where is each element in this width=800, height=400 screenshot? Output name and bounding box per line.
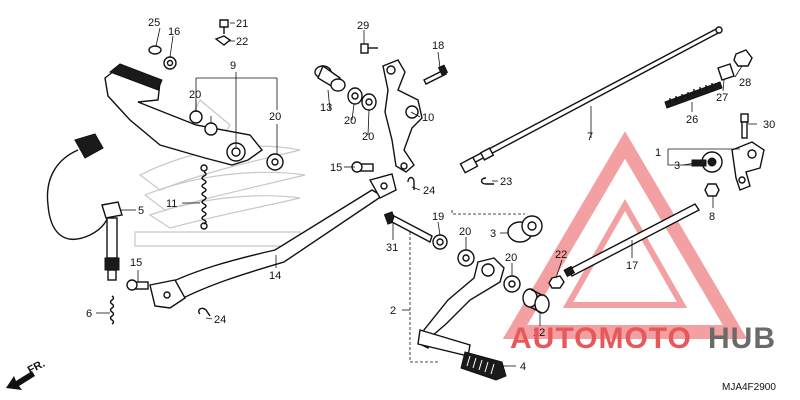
- callout-24b: 24: [214, 314, 226, 326]
- callout-17: 17: [626, 260, 638, 272]
- callout-15b: 15: [330, 162, 342, 174]
- clip-upper: [407, 176, 415, 190]
- stop-switch: [46, 133, 123, 281]
- shift-peg-rubber: [460, 351, 507, 381]
- washers-arm: [347, 87, 377, 111]
- callout-6: 6: [86, 308, 92, 320]
- callout-29: 29: [357, 20, 369, 32]
- callout-5: 5: [138, 205, 144, 217]
- callout-2: 2: [390, 305, 396, 317]
- callout-19: 19: [432, 211, 444, 223]
- pin-upper: [351, 161, 374, 173]
- callout-26: 26: [686, 114, 698, 126]
- callout-30: 30: [763, 119, 775, 131]
- nut-8: [704, 183, 720, 197]
- callout-28: 28: [739, 77, 751, 89]
- brand-part1: AUTOMOTO: [510, 322, 692, 355]
- return-spring: [200, 164, 208, 230]
- callout-20d: 20: [362, 131, 374, 143]
- callout-14: 14: [269, 270, 281, 282]
- front-arrow-icon: [6, 371, 35, 390]
- callout-8: 8: [709, 211, 715, 223]
- shift-cable: [459, 26, 723, 174]
- direction-label: FR.: [26, 358, 47, 377]
- callout-12: 12: [533, 327, 545, 339]
- callout-3a: 3: [674, 160, 680, 172]
- callout-10: 10: [422, 112, 434, 124]
- diagram-code: MJA4F2900: [722, 382, 776, 393]
- callout-22a: 22: [236, 36, 248, 48]
- callout-3b: 3: [490, 228, 496, 240]
- callout-4: 4: [520, 361, 526, 373]
- washer-19: [432, 234, 448, 250]
- collar-12: [522, 288, 550, 314]
- callout-31: 31: [386, 242, 398, 254]
- shift-lever: [417, 257, 505, 357]
- shift-rod: [563, 203, 701, 278]
- switch-spring: [109, 295, 115, 325]
- callout-18: 18: [432, 40, 444, 52]
- pedal-washers: [148, 19, 284, 171]
- shift-arm: [382, 59, 423, 173]
- callout-23: 23: [500, 176, 512, 188]
- callout-25: 25: [148, 17, 160, 29]
- callout-labels: 25 16 21 22 9 20 20 11 5 15 6 24 14 13 2…: [86, 17, 775, 373]
- callout-1: 1: [655, 147, 661, 159]
- bolt-30: [740, 113, 749, 139]
- brake-rod: [149, 173, 397, 309]
- callout-20c: 20: [344, 115, 356, 127]
- assembly-bracket-2: [409, 210, 525, 363]
- bolt-29: [360, 43, 378, 54]
- callout-15a: 15: [130, 257, 142, 269]
- callout-20f: 20: [505, 252, 517, 264]
- bolt-31: [383, 211, 433, 244]
- front-direction-indicator: FR.: [6, 358, 47, 390]
- callout-9: 9: [230, 60, 236, 72]
- clip-23: [480, 177, 494, 185]
- callout-16: 16: [168, 26, 180, 38]
- brake-pedal: [104, 63, 264, 166]
- collar: [314, 64, 346, 92]
- rod-end-assembly: [691, 141, 765, 191]
- nut-22-lower: [548, 275, 565, 289]
- spring-26: [664, 81, 723, 109]
- callout-27: 27: [716, 92, 728, 104]
- collar-27: [717, 63, 735, 81]
- callout-21: 21: [236, 18, 248, 30]
- nut-28: [733, 49, 753, 67]
- callout-11: 11: [166, 198, 177, 210]
- callout-7: 7: [587, 131, 593, 143]
- callout-24a: 24: [423, 185, 435, 197]
- callout-13: 13: [320, 102, 332, 114]
- callout-20e: 20: [459, 226, 471, 238]
- clip-lower: [197, 307, 211, 317]
- callout-20b: 20: [269, 111, 281, 123]
- bushing-3: [507, 215, 543, 243]
- brand-part2: HUB: [708, 322, 776, 355]
- bolt-18: [423, 64, 449, 85]
- callout-22b: 22: [555, 249, 567, 261]
- pin-left: [126, 279, 149, 291]
- brand-watermark: AUTOMOTO HUB: [510, 322, 776, 355]
- leader-lines: [96, 22, 757, 367]
- callout-20a: 20: [189, 89, 201, 101]
